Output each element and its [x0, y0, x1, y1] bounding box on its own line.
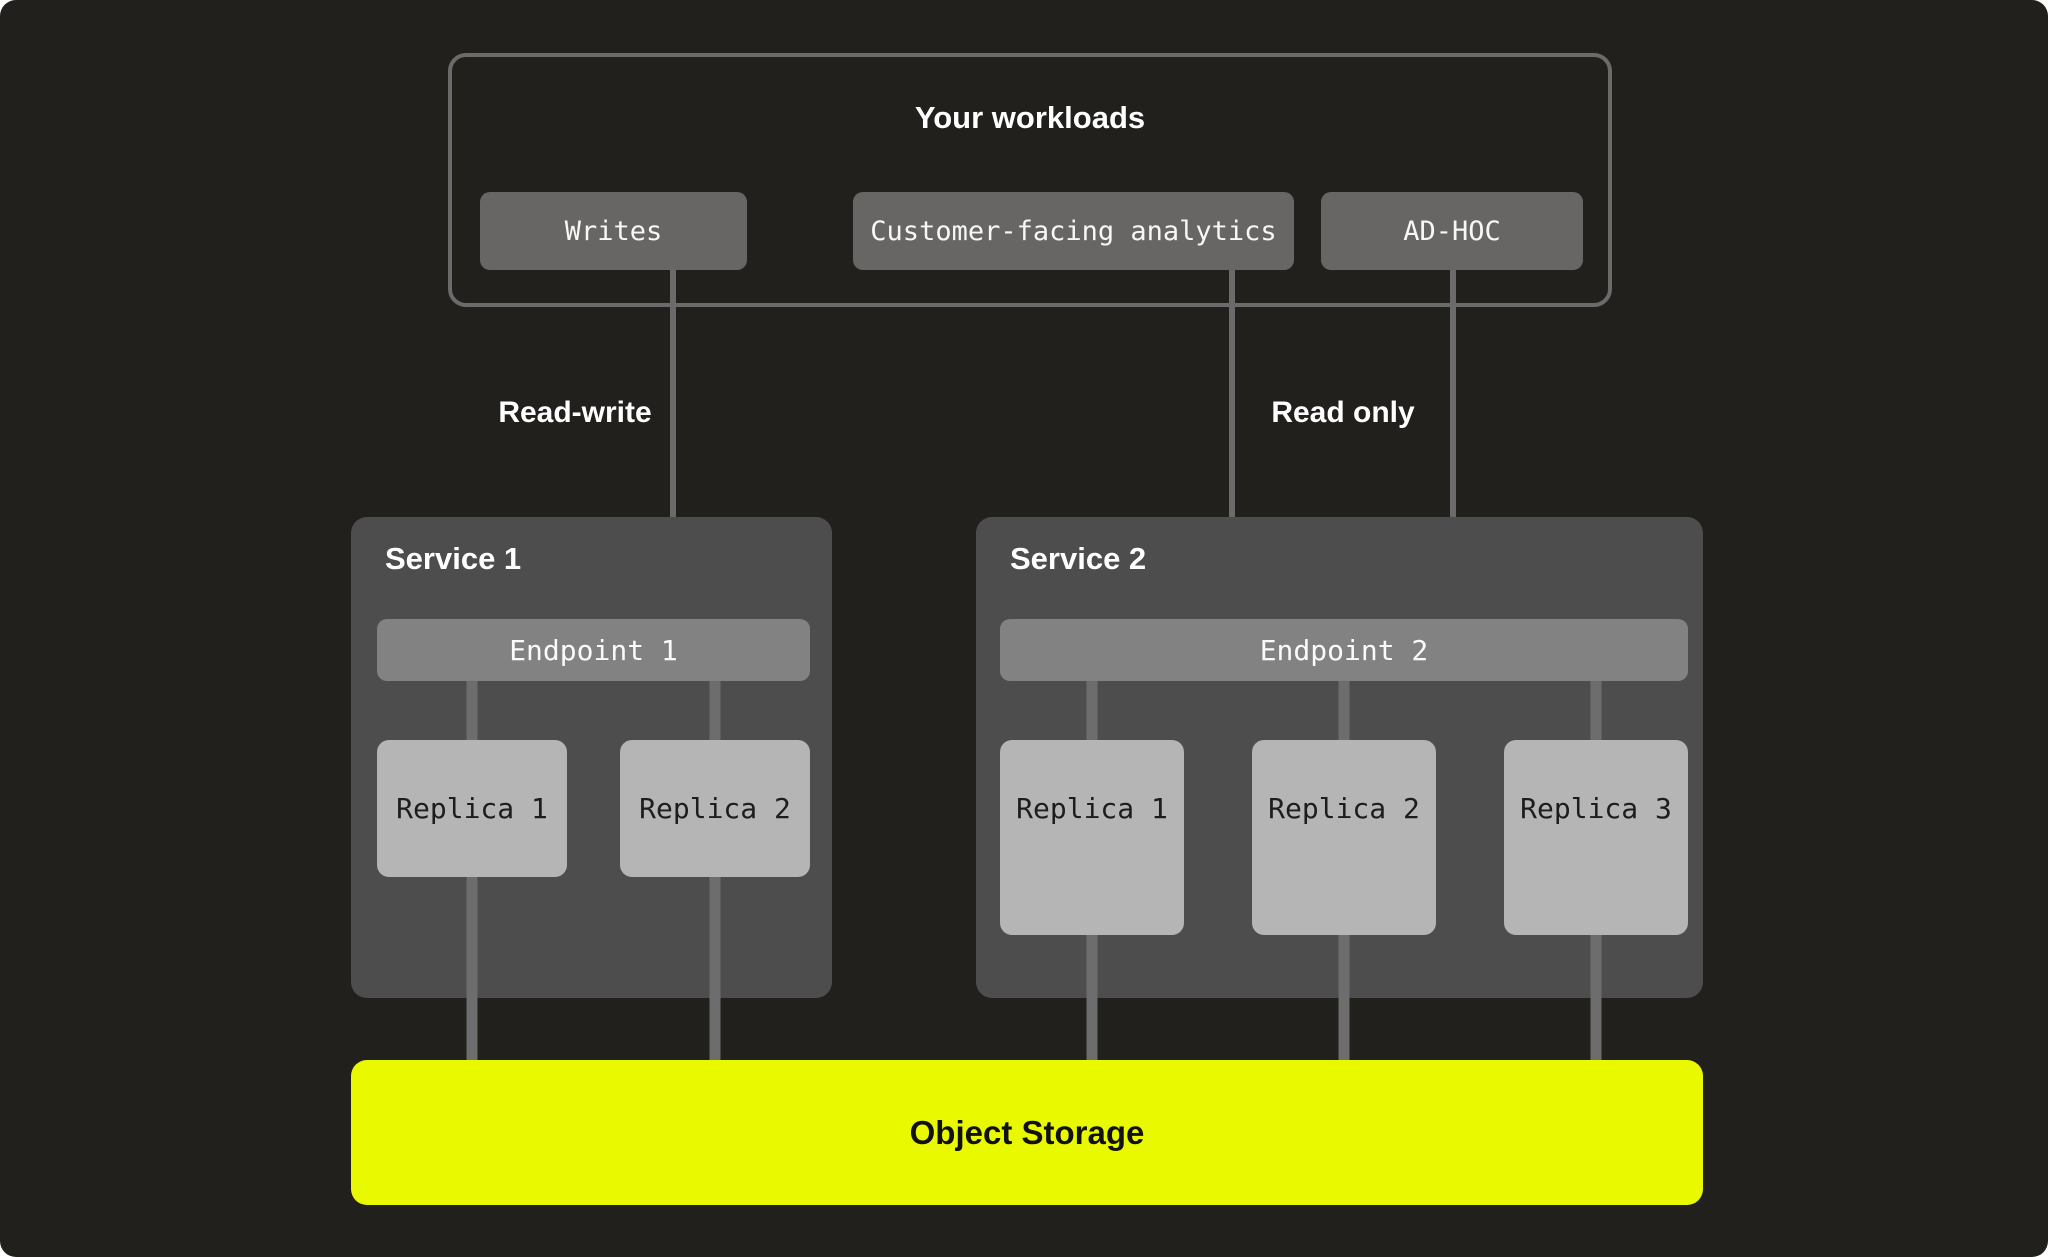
service1-replica-2: Replica 2 — [620, 740, 810, 877]
read-only-label: Read only — [1271, 396, 1415, 429]
arrow-adhoc-stem — [1450, 270, 1456, 583]
endpoint-2: Endpoint 2 — [1000, 619, 1688, 681]
service-1-title: Service 1 — [385, 541, 522, 576]
workload-chip-writes: Writes — [480, 192, 747, 270]
workload-chip-ad-hoc: AD-HOC — [1321, 192, 1583, 270]
service2-replica-1: Replica 1 — [1000, 740, 1184, 935]
service2-replica-2: Replica 2 — [1252, 740, 1436, 935]
workloads-title: Your workloads — [914, 100, 1146, 135]
workload-chip-customer-facing-analytics: Customer-facing analytics — [853, 192, 1294, 270]
endpoint-1: Endpoint 1 — [377, 619, 810, 681]
workloads-group-box — [448, 53, 1612, 307]
read-write-label: Read-write — [498, 396, 652, 429]
service2-replica-3: Replica 3 — [1504, 740, 1688, 935]
service1-replica-1: Replica 1 — [377, 740, 567, 877]
object-storage-bar: Object Storage — [351, 1060, 1703, 1205]
service-2-title: Service 2 — [1010, 541, 1147, 576]
arrow-analytics-stem — [1229, 270, 1235, 583]
arrow-writes-stem — [670, 270, 676, 589]
